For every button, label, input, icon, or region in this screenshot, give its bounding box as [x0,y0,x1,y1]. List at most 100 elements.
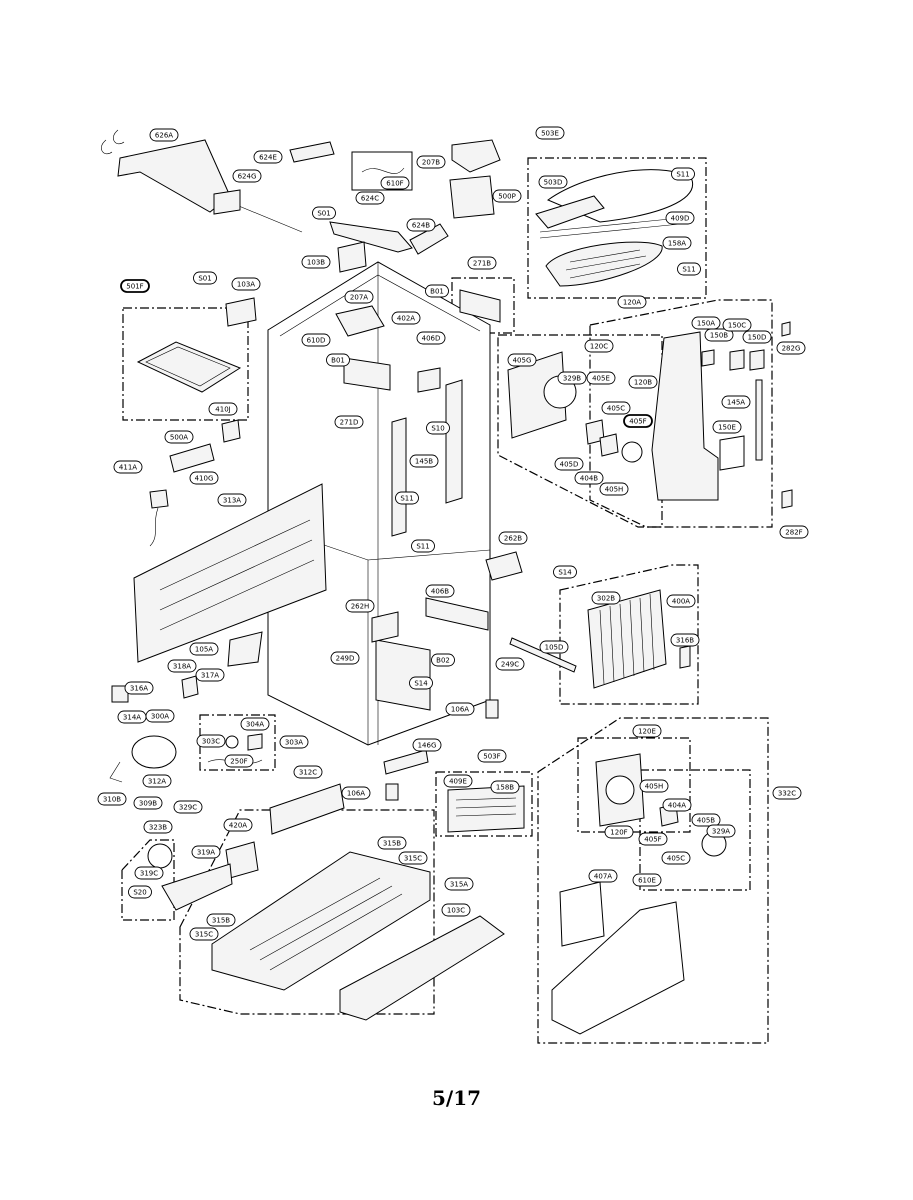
callout-s11: S11 [671,167,695,181]
callout-text: 501F [126,283,143,291]
callout-405b: 405B [691,813,721,827]
callout-329b: 329B [557,371,587,385]
callout-box [217,493,247,507]
callout-text: 319C [140,870,158,878]
callout-text: 610D [307,337,326,345]
callout-420a: 420A [223,818,253,832]
callout-text: S14 [414,680,428,688]
callout-box [326,353,350,367]
display-500a [169,443,215,473]
callout-405g: 405G [507,353,537,367]
callout-text: 120E [638,728,656,736]
callout-box [426,421,450,435]
callout-box [142,774,172,788]
part-150c [729,349,745,371]
callout-box [412,738,442,752]
callout-103c: 103C [441,903,471,917]
callout-text: 405H [605,486,624,494]
callout-314a: 314A [117,710,147,724]
callout-158a: 158A [662,236,692,250]
callout-text: S20 [133,889,146,897]
fan-329a [701,831,727,857]
callout-610e: 610E [632,873,662,887]
callout-box [467,256,497,270]
callout-s10: S10 [426,421,450,435]
callout-box [425,284,449,298]
callout-box [742,330,772,344]
callout-text: 282G [782,345,801,353]
callout-box [377,836,407,850]
callout-624g: 624G [232,169,262,183]
callout-box [189,471,219,485]
fan-ring-405h [605,775,635,805]
callout-box [539,640,569,654]
callout-box [691,316,721,330]
callout-405e: 405E [586,371,616,385]
callout-box [431,653,455,667]
callout-box [721,395,751,409]
group-120a-outline [589,299,773,528]
callout-405d: 405D [554,457,584,471]
pad-316a [111,685,129,703]
callout-262b: 262B [498,531,528,545]
callout-text: 323B [149,824,167,832]
panel-313a [133,483,327,663]
callout-303c: 303C [196,734,226,748]
callout-box [444,877,474,891]
callout-120e: 120E [632,724,662,738]
callout-text: 120A [623,299,641,307]
callout-box [133,796,163,810]
callout-text: 103B [307,259,325,267]
callout-503d: 503D [538,175,568,189]
group-315a-outline [179,809,435,1015]
gasket-145a [755,379,763,461]
callout-s11: S11 [411,539,435,553]
callout-315b: 315B [377,836,407,850]
callout-text: 304A [246,721,264,729]
callout-500p: 500P [492,189,522,203]
cord-411a [149,489,169,509]
callout-503e: 503E [535,126,565,140]
callout-120b: 120B [628,375,658,389]
callout-text: 405C [667,855,685,863]
callout-text: 410G [195,475,214,483]
callout-s14: S14 [409,676,433,690]
callout-text: 103A [237,281,255,289]
callout-624e: 624E [253,150,283,164]
freezer-panel [551,901,685,1035]
callout-box [772,786,802,800]
callout-box [535,126,565,140]
hinge-top-right [459,289,501,323]
callout-box [443,774,473,788]
callout-400a: 400A [666,594,696,608]
callout-610d: 610D [301,333,331,347]
foam-150e [719,435,745,471]
callout-text: 332C [778,790,796,798]
callout-318a: 318A [167,659,197,673]
crisper-rail [425,597,489,631]
callout-text: 610E [638,877,656,885]
callout-313a: 313A [217,493,247,507]
callout-box [623,414,653,428]
callout-405h: 405H [639,779,669,793]
cover-103a [225,297,257,327]
callout-box [416,331,446,345]
callout-box [391,311,421,325]
callout-312c: 312C [293,765,323,779]
callout-text: 312A [148,778,166,786]
cover-407a [559,881,605,947]
callout-text: 207A [350,294,368,302]
callout-text: 503F [483,753,500,761]
cartridge-624e [289,141,335,163]
callout-box [124,681,154,695]
callout-405f: 405F [623,414,653,428]
callout-box [128,885,152,899]
callout-box [591,591,621,605]
housing-624c [329,221,413,253]
callout-box [253,150,283,164]
callout-text: 150A [697,320,715,328]
callout-282g: 282G [776,341,806,355]
callout-text: 624C [361,195,379,203]
callout-box [208,402,238,416]
